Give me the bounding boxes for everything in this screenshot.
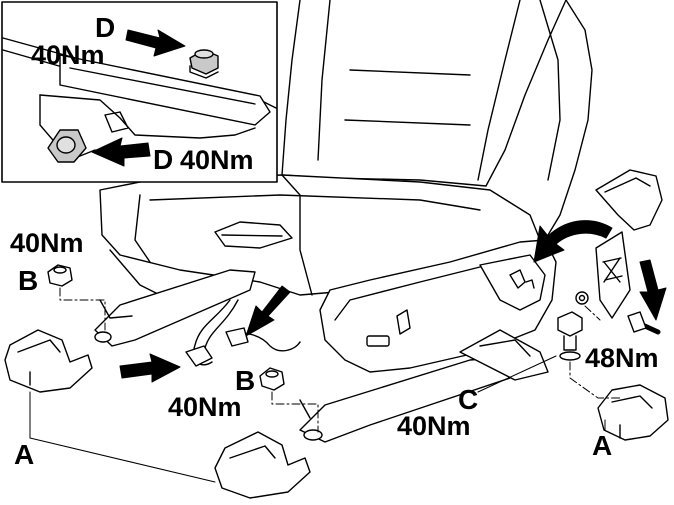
torque-b-center: 40Nm — [168, 392, 242, 422]
label-d-bottom: D — [153, 144, 174, 175]
arrow-bolt-right — [639, 259, 667, 321]
seat-cushion — [99, 174, 541, 301]
torque-b-left: 40Nm — [10, 228, 84, 258]
label-c: C — [458, 384, 479, 415]
arrow-connector — [119, 353, 181, 383]
front-foot-cover — [214, 431, 311, 499]
nut-b-left — [47, 264, 73, 287]
label-d-top: D — [95, 12, 116, 43]
arrow-curved — [533, 220, 613, 263]
left-runner — [94, 269, 256, 347]
hinge-bracket — [575, 231, 661, 335]
label-b-center: B — [235, 365, 256, 396]
arrow-harness — [245, 285, 291, 337]
trim-cap — [595, 169, 663, 231]
label-b-left: B — [18, 265, 39, 296]
right-foot-cover — [597, 384, 669, 441]
leader-lines — [29, 355, 606, 483]
arrows — [91, 29, 667, 383]
arrow-inset-top — [125, 29, 186, 57]
left-rear-cover — [4, 329, 93, 393]
arrow-inset-bottom — [91, 137, 151, 167]
label-a-left: A — [14, 439, 35, 470]
label-a-right: A — [592, 430, 613, 461]
seat-back — [281, 0, 593, 241]
alignment-lines — [59, 287, 621, 433]
torque-c: 40Nm — [397, 411, 471, 441]
nut-b-center — [259, 367, 285, 391]
torque-d-top: 40Nm — [31, 40, 105, 70]
wiring-harness — [185, 299, 301, 367]
bolt-c — [557, 311, 583, 361]
torque-d-bottom: 40Nm — [180, 145, 254, 175]
torque-bolt-right: 48Nm — [585, 343, 659, 373]
